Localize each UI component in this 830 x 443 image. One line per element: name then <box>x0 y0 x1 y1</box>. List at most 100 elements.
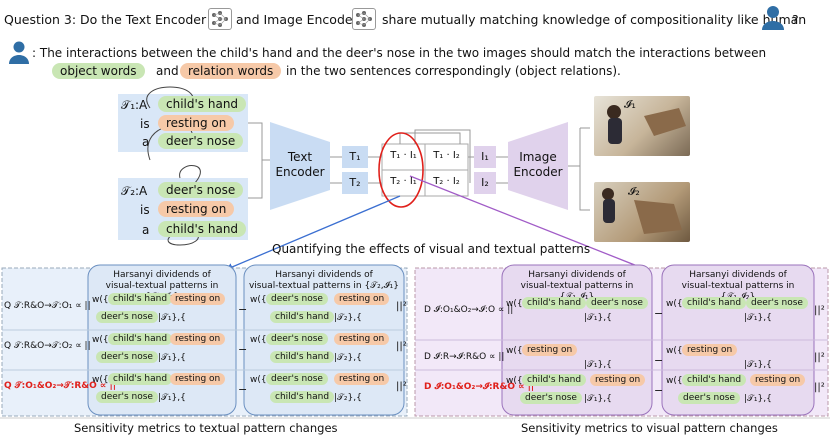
textual-metric-label: Q 𝒯:R&O→𝒯:O₁ ∝ || <box>4 301 91 311</box>
pattern-pill: resting on <box>590 374 646 386</box>
question-line: Question 3: Do the Text Encoder <box>4 12 206 27</box>
arrow-to-textual <box>224 195 401 271</box>
i1-vector: I₁ <box>481 150 489 163</box>
pattern-pill: child's hand <box>270 311 335 323</box>
image-encoder-shape <box>508 122 568 210</box>
pattern-pill: deer's nose <box>96 391 158 403</box>
text-encoder-label: Text Encoder <box>275 150 325 179</box>
pattern-pill: resting on <box>750 374 806 386</box>
textual-metric-label: Q 𝒯:O₁&O₂→𝒯:R&O ∝ || <box>4 381 117 391</box>
neural-net-icon <box>208 8 232 30</box>
pattern-pill: deer's nose <box>266 333 328 345</box>
t1-i1-product: T₁ · I₁ <box>390 150 417 161</box>
w-symbol: w({ <box>250 335 267 345</box>
w-symbol: w({ <box>506 299 523 309</box>
w-symbol: w({ <box>92 335 109 345</box>
left-caption: Sensitivity metrics to textual pattern c… <box>74 421 338 435</box>
w-symbol: w({ <box>666 376 683 386</box>
w-symbol: w({ <box>92 375 109 385</box>
relation-words-pill: relation words <box>180 63 282 79</box>
image-encoder-label: Image Encoder <box>513 150 563 179</box>
t1-word-is: is <box>140 117 150 131</box>
w-symbol: w({ <box>506 346 523 356</box>
norm-bars: ||² <box>814 382 825 393</box>
question-end: ? <box>792 12 799 27</box>
t1-phrase-3: deer's nose <box>158 133 244 149</box>
condition-text: |𝒯₁},{ <box>158 313 186 323</box>
pattern-pill: resting on <box>334 373 390 385</box>
pattern-pill: child's hand <box>522 297 587 309</box>
pattern-pill: resting on <box>522 344 578 356</box>
t2-word-a: a <box>142 223 150 237</box>
minus-sign: − <box>238 343 248 356</box>
pattern-pill: deer's nose <box>266 293 328 305</box>
arrow-to-visual <box>409 175 661 276</box>
i1-box <box>474 146 496 168</box>
answer-and: and <box>156 64 179 78</box>
question-suffix: share mutually matching knowledge of com… <box>382 12 807 27</box>
answer-line2-end: in the two sentences correspondingly (ob… <box>286 64 621 78</box>
w-symbol: w({ <box>92 295 109 305</box>
t2-phrase-3: child's hand <box>158 221 247 237</box>
condition-text: |𝒯₁},{ <box>584 360 612 370</box>
pattern-pill: resting on <box>682 344 738 356</box>
quantify-title: Quantifying the effects of visual and te… <box>272 242 591 256</box>
norm-bars: ||² <box>814 305 825 316</box>
pattern-pill: child's hand <box>682 297 747 309</box>
t1-label: 𝒯₁:A <box>121 98 148 112</box>
pattern-pill: deer's nose <box>520 392 582 404</box>
condition-text: |𝒯₁},{ <box>158 353 186 363</box>
person-icon <box>762 6 784 30</box>
t1-vector: T₁ <box>349 150 361 163</box>
minus-sign: − <box>238 383 248 396</box>
person-icon <box>9 41 29 64</box>
norm-bars: ||² <box>814 352 825 363</box>
norm-bars: ||² <box>396 381 407 392</box>
pattern-pill: child's hand <box>270 391 335 403</box>
connector-text <box>248 122 270 199</box>
t2-i1-product: T₂ · I₁ <box>390 176 417 187</box>
pattern-pill: child's hand <box>108 373 173 385</box>
pattern-pill: child's hand <box>522 374 587 386</box>
image-1-label: 𝓘₁ <box>624 98 636 111</box>
condition-text: |𝒯₂},{ <box>334 313 362 323</box>
i2-vector: I₂ <box>481 176 489 189</box>
image-2-label: 𝓘₂ <box>628 185 640 198</box>
pattern-pill: resting on <box>334 333 390 345</box>
image-1-photo <box>594 96 690 156</box>
condition-text: |𝒯₂},{ <box>334 353 362 363</box>
pattern-pill: deer's nose <box>746 297 808 309</box>
t2-phrase-1: deer's nose <box>158 182 244 198</box>
t2-box <box>342 172 368 194</box>
pattern-pill: child's hand <box>270 351 335 363</box>
image-2-photo <box>594 182 690 242</box>
pattern-pill: deer's nose <box>96 351 158 363</box>
norm-bars: ||² <box>396 341 407 352</box>
text-encoder-shape <box>270 122 330 210</box>
t2-i2-product: T₂ · I₂ <box>433 176 460 187</box>
condition-text: |𝒯₁},{ <box>744 394 772 404</box>
pattern-pill: deer's nose <box>586 297 648 309</box>
i2-box <box>474 172 496 194</box>
condition-text: |𝒯₁},{ <box>584 394 612 404</box>
red-highlight-ellipse <box>378 132 424 208</box>
minus-sign: − <box>654 307 664 320</box>
minus-sign: − <box>238 303 248 316</box>
question-prefix: Question 3: Do the Text Encoder <box>4 12 207 27</box>
w-symbol: w({ <box>666 299 683 309</box>
condition-text: |𝒯₁},{ <box>744 360 772 370</box>
object-words-pill: object words <box>52 63 145 79</box>
t1-box <box>342 146 368 168</box>
pattern-pill: resting on <box>170 293 226 305</box>
pattern-pill: deer's nose <box>266 373 328 385</box>
pattern-pill: deer's nose <box>96 311 158 323</box>
pattern-pill: resting on <box>334 293 390 305</box>
t2-label: 𝒯₂:A <box>121 184 148 198</box>
t2-word-is: is <box>140 203 150 217</box>
t1-phrase-2: resting on <box>158 115 235 131</box>
t2-phrase-2: resting on <box>158 201 235 217</box>
pattern-pill: resting on <box>170 373 226 385</box>
pattern-pill: child's hand <box>108 333 173 345</box>
pattern-pill: resting on <box>170 333 226 345</box>
